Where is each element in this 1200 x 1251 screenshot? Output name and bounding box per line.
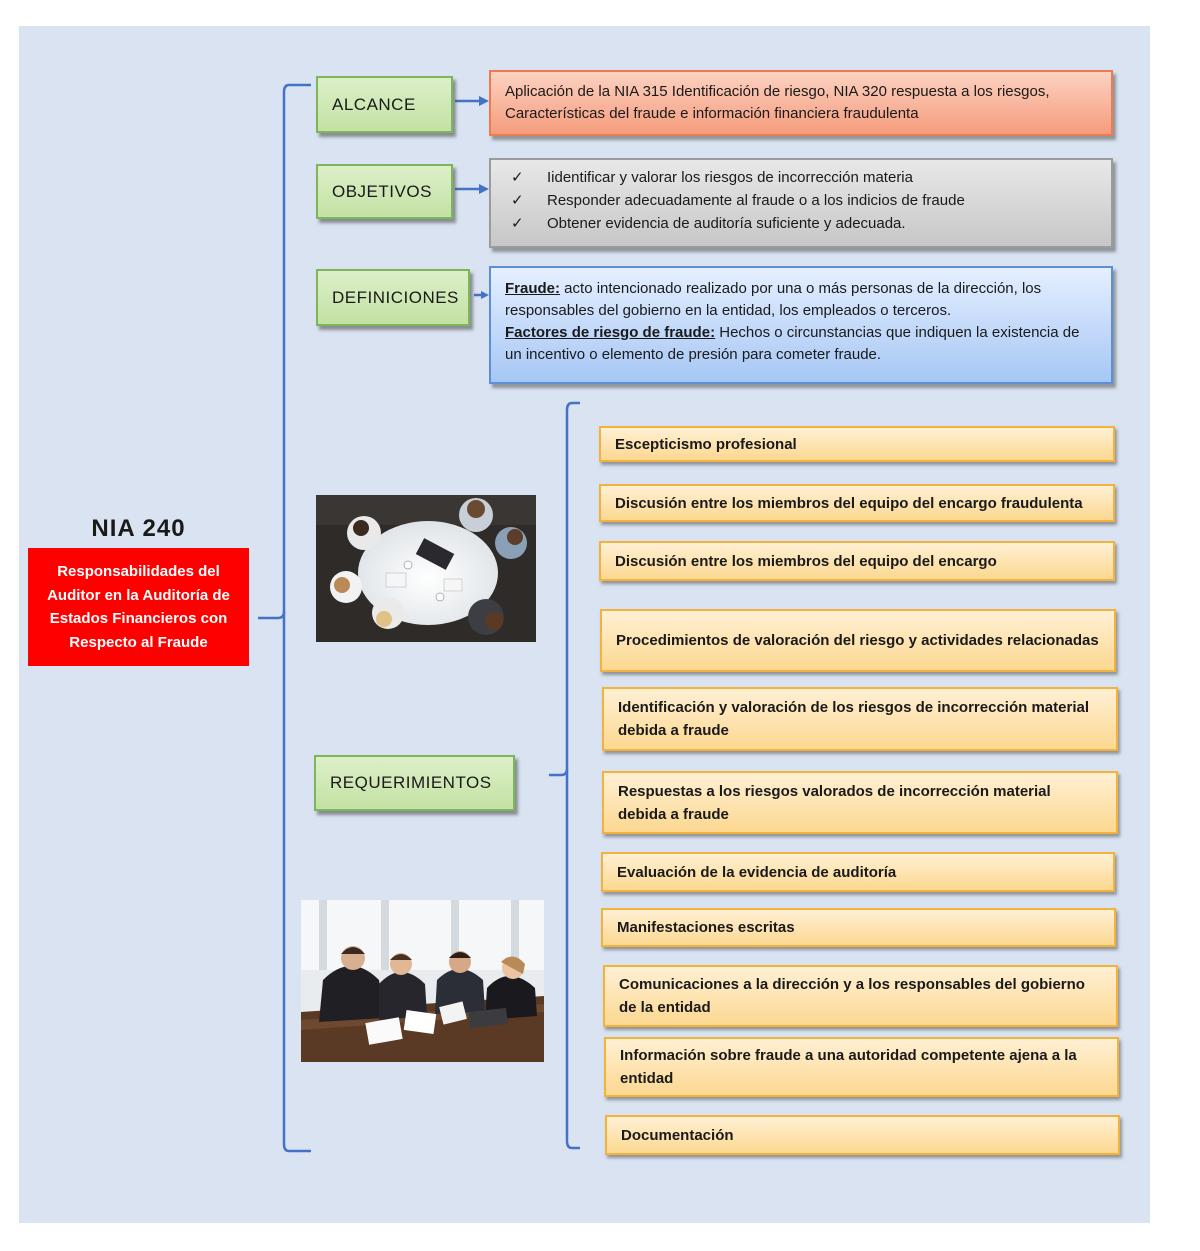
definiciones-description: Fraude: acto intencionado realizado por … bbox=[489, 266, 1113, 384]
req-bracket-tick bbox=[549, 768, 569, 777]
requirement-item-8: Manifestaciones escritas bbox=[601, 908, 1116, 947]
definition-term-fraude: Fraude: bbox=[505, 280, 561, 297]
check-icon: ✓ bbox=[511, 215, 524, 232]
check-icon: ✓ bbox=[511, 169, 524, 186]
definition-text-factores: Hechos o circunstancias que indiquen la … bbox=[505, 324, 1080, 363]
main-title: NIA 240 bbox=[91, 515, 186, 542]
main-subtitle-box: Responsabilidades del Auditor en la Audi… bbox=[28, 548, 249, 666]
requirement-item-3: Discusión entre los miembros del equipo … bbox=[599, 541, 1115, 581]
req-bracket bbox=[565, 401, 580, 1150]
meeting-photo-top-view bbox=[316, 495, 536, 642]
objetivos-item: ✓Iidentificar y valorar los riesgos de i… bbox=[511, 166, 1111, 189]
business-team-photo bbox=[301, 900, 544, 1062]
requirement-item-6: Respuestas a los riesgos valorados de in… bbox=[602, 771, 1118, 834]
definition-term-factores: Factores de riesgo de fraude: bbox=[505, 324, 716, 341]
alcance-label: ALCANCE bbox=[316, 76, 453, 133]
requirement-item-4: Procedimientos de valoración del riesgo … bbox=[600, 609, 1116, 672]
alcance-description: Aplicación de la NIA 315 Identificación … bbox=[489, 70, 1113, 136]
requerimientos-label: REQUERIMIENTOS bbox=[314, 755, 515, 811]
definition-text-fraude: acto intencionado realizado por una o má… bbox=[505, 280, 1042, 319]
objetivos-item: ✓Responder adecuadamente al fraude o a l… bbox=[511, 189, 1111, 212]
requirement-item-9: Comunicaciones a la dirección y a los re… bbox=[603, 965, 1118, 1027]
objetivos-item: ✓Obtener evidencia de auditoría suficien… bbox=[511, 212, 1111, 235]
requirement-item-2: Discusión entre los miembros del equipo … bbox=[599, 484, 1115, 522]
requirement-item-1: Escepticismo profesional bbox=[599, 426, 1115, 462]
check-icon: ✓ bbox=[511, 192, 524, 209]
objetivos-description: ✓Iidentificar y valorar los riesgos de i… bbox=[489, 158, 1113, 248]
requirement-item-10: Información sobre fraude a una autoridad… bbox=[604, 1037, 1119, 1097]
definiciones-label: DEFINICIONES bbox=[316, 269, 470, 326]
main-bracket bbox=[282, 83, 311, 1153]
requirement-item-5: Identificación y valoración de los riesg… bbox=[602, 687, 1118, 751]
requirement-item-11: Documentación bbox=[605, 1115, 1120, 1155]
objetivos-label: OBJETIVOS bbox=[316, 164, 453, 219]
main-bracket-tick bbox=[258, 611, 286, 620]
requirement-item-7: Evaluación de la evidencia de auditoría bbox=[601, 852, 1115, 892]
objetivos-list: ✓Iidentificar y valorar los riesgos de i… bbox=[491, 160, 1111, 235]
